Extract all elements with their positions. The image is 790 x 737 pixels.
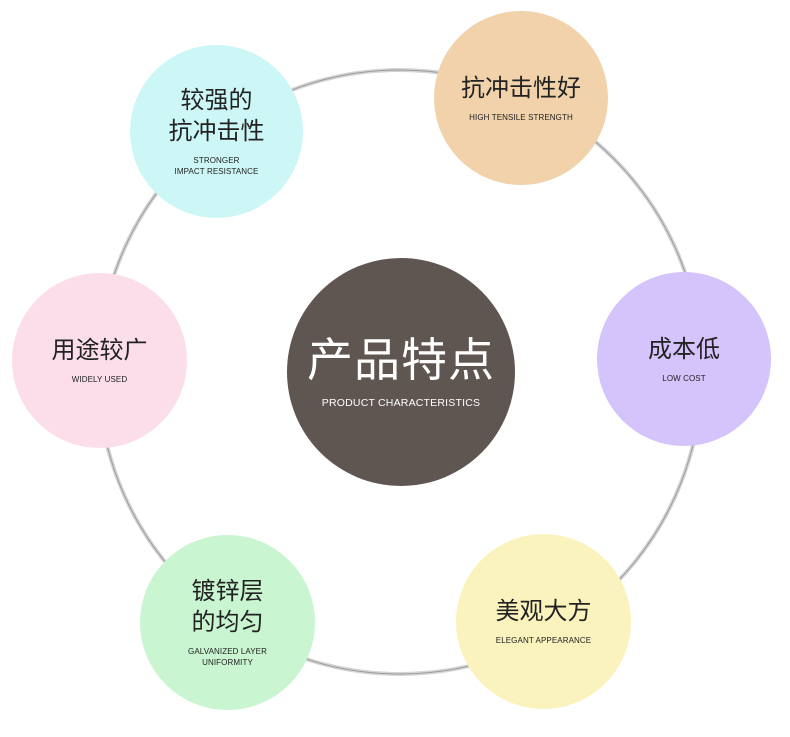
feature-subtitle: GALVANIZED LAYER UNIFORMITY — [188, 646, 267, 668]
center-title: 产品特点 — [307, 332, 495, 387]
feature-title: 美观大方 — [495, 597, 592, 626]
feature-title: 抗冲击性好 — [461, 73, 581, 102]
center-circle: 产品特点 PRODUCT CHARACTERISTICS — [287, 258, 515, 486]
feature-subtitle: STRONGER IMPACT RESISTANCE — [174, 155, 259, 177]
feature-circle-galvanized-uniformity: 镀锌层 的均匀 GALVANIZED LAYER UNIFORMITY — [140, 535, 315, 710]
feature-title: 成本低 — [648, 334, 720, 363]
feature-title: 较强的 抗冲击性 — [168, 86, 265, 145]
feature-subtitle: WIDELY USED — [71, 375, 128, 385]
feature-circle-widely-used: 用途较广 WIDELY USED — [12, 273, 187, 448]
feature-circle-tensile-strength: 抗冲击性好 HIGH TENSILE STRENGTH — [434, 11, 608, 185]
feature-subtitle: ELEGANT APPEARANCE — [495, 636, 592, 646]
center-subtitle: PRODUCT CHARACTERISTICS — [321, 397, 481, 410]
feature-circle-low-cost: 成本低 LOW COST — [597, 272, 771, 446]
feature-circle-impact-resistance: 较强的 抗冲击性 STRONGER IMPACT RESISTANCE — [130, 45, 303, 218]
feature-subtitle: LOW COST — [662, 373, 706, 383]
feature-title: 用途较广 — [51, 336, 148, 365]
feature-circle-elegant-appearance: 美观大方 ELEGANT APPEARANCE — [456, 534, 631, 709]
feature-subtitle: HIGH TENSILE STRENGTH — [469, 112, 573, 122]
feature-title: 镀锌层 的均匀 — [191, 577, 264, 636]
